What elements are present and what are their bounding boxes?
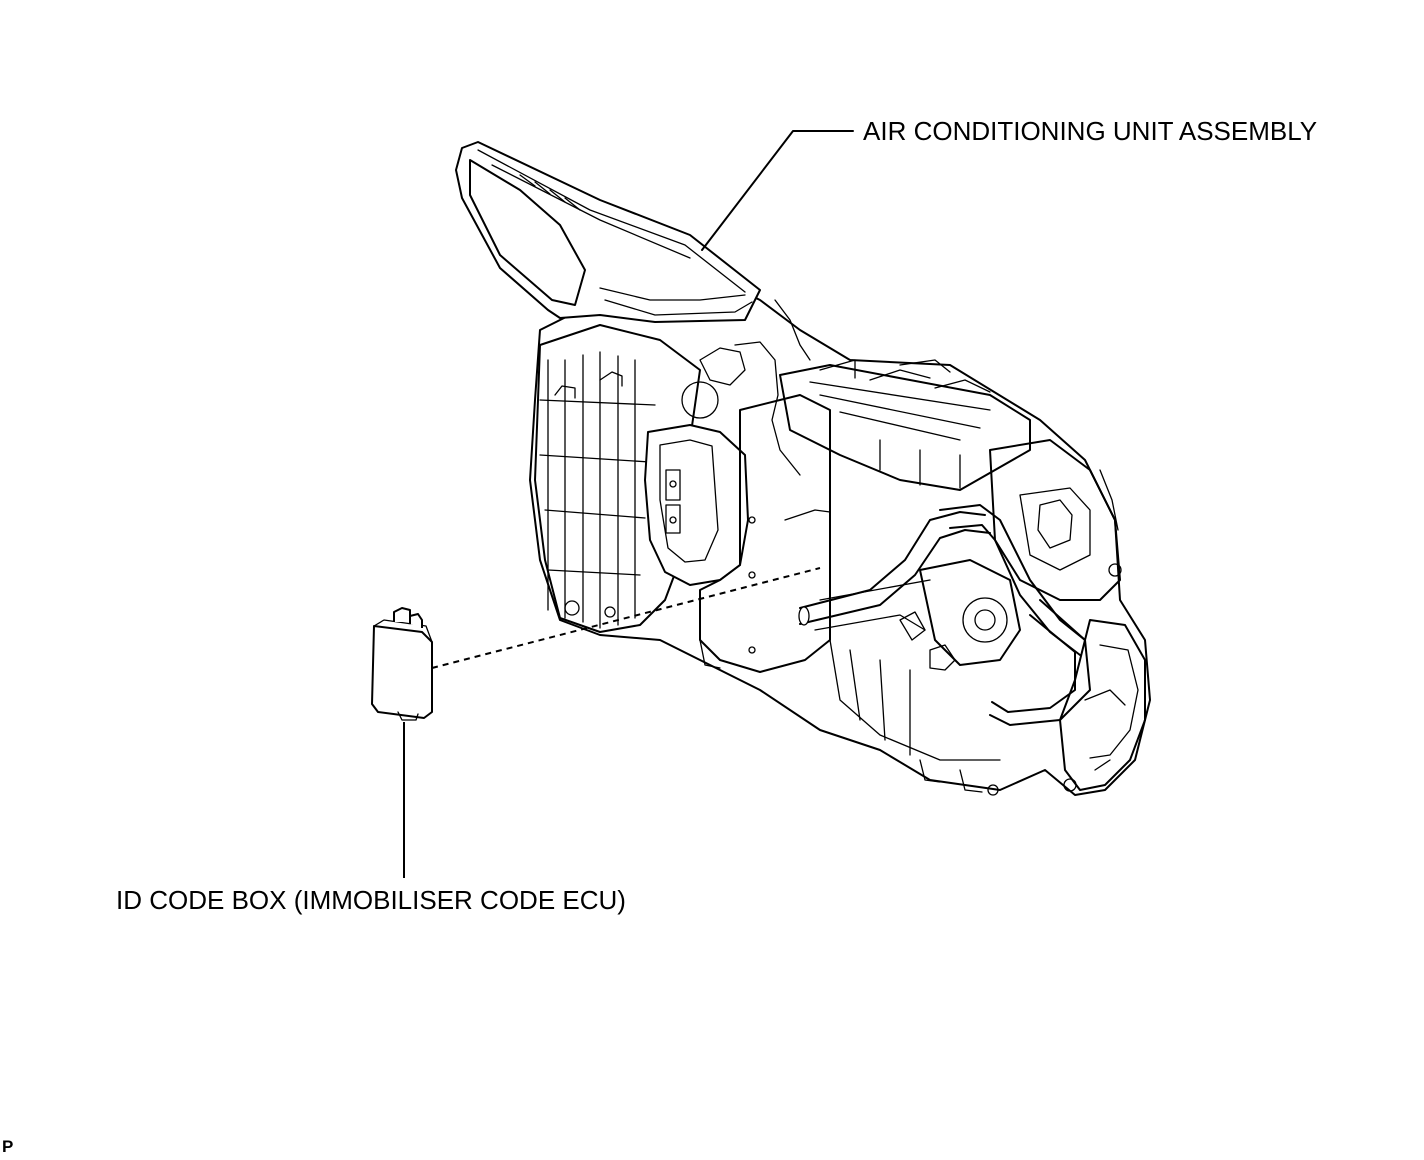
air-conditioning-unit-label: AIR CONDITIONING UNIT ASSEMBLY (863, 116, 1318, 146)
air-conditioning-leader-line (701, 130, 854, 251)
corner-mark: P (2, 1137, 14, 1156)
id-code-box-label: ID CODE BOX (IMMOBILISER CODE ECU) (116, 885, 626, 915)
id-code-box-drawing (371, 607, 433, 721)
install-location-dashed-line (431, 567, 821, 669)
air-conditioning-unit-drawing (455, 141, 1151, 796)
